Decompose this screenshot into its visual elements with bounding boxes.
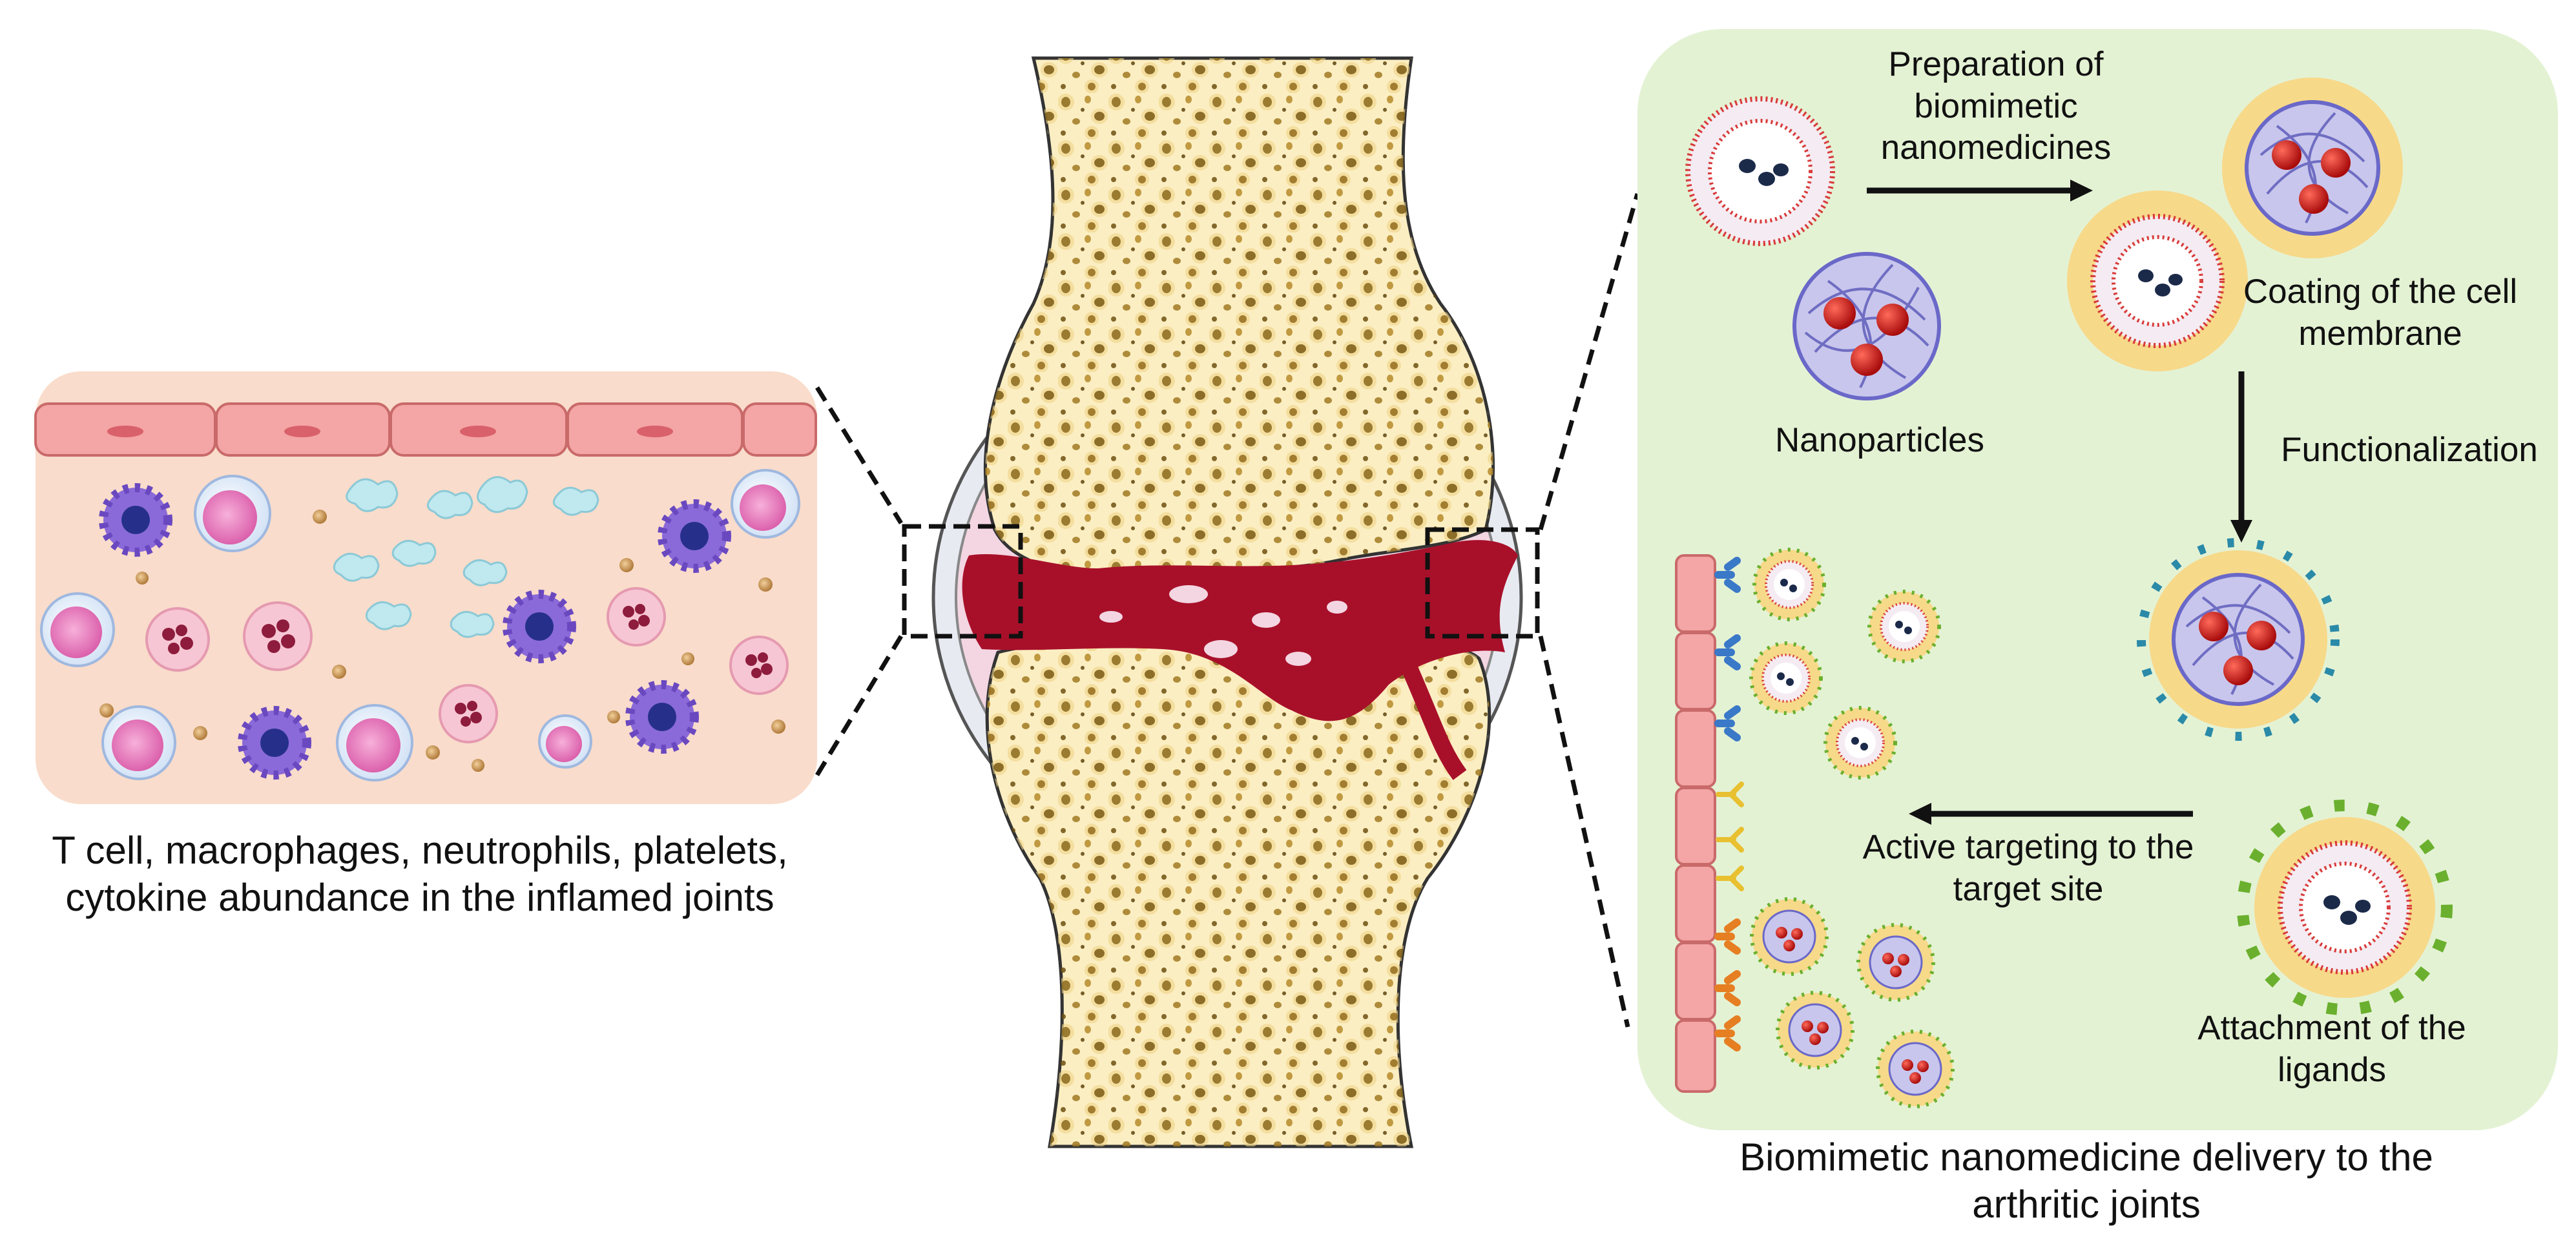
macrophages [40,469,800,782]
t-cells [99,483,731,780]
cytokines [333,476,599,638]
nanoparticles-label: Nanoparticles [1774,421,1985,459]
active-targeting-label: Active targeting to the target site [1862,828,2194,908]
membrane-coated-polymeric-nanoparticle [2222,78,2403,258]
endothelial-layer [34,402,817,457]
endothelial-nucleus [107,426,143,437]
functionalized-polymeric-nanoparticle [2137,538,2340,741]
right-panel-caption: Biomimetic nanomedicine delivery to the … [1740,1135,2433,1227]
process-arrows [1867,180,2252,825]
target-cell-column [1675,554,1744,1093]
neutrophils [145,587,789,743]
endothelial-nucleus [637,426,673,437]
ligand-attached-liposome [2237,800,2453,1015]
endothelial-cell [742,402,817,457]
zoom-box-left [902,524,1023,639]
functionalization-label: Functionalization [2281,431,2538,469]
platelets [99,510,785,772]
zoom-connector-line [1538,193,1640,530]
zoom-connector-line [1538,636,1630,1028]
endothelial-nucleus [460,426,496,437]
coating-label: Coating of the cell membrane [2243,273,2518,353]
inflamed-synovial-tissue [962,540,1518,721]
liposome-nanoparticle [1685,96,1835,246]
preparation-label: Preparation of biomimetic nanomedicines [1880,45,2112,167]
ligand-attachment-label: Attachment of the ligands [2197,1009,2466,1089]
zoom-box-right [1425,527,1540,639]
membrane-coated-liposome [2067,191,2248,371]
nanomedicine-panel [1637,29,2558,1130]
knee-joint-illustration [902,56,1540,1148]
targeting-liposomes [1749,548,1941,780]
polymeric-nanoparticle [1792,252,1941,400]
zoom-connector-line [815,635,903,776]
left-panel-caption: T cell, macrophages, neutrophils, platel… [52,829,788,920]
zoom-connector-line [815,386,903,524]
inflamed-joint-cells-panel [34,371,817,804]
endothelial-nucleus [284,426,320,437]
targeting-polymeric-nanoparticles [1750,897,1955,1108]
